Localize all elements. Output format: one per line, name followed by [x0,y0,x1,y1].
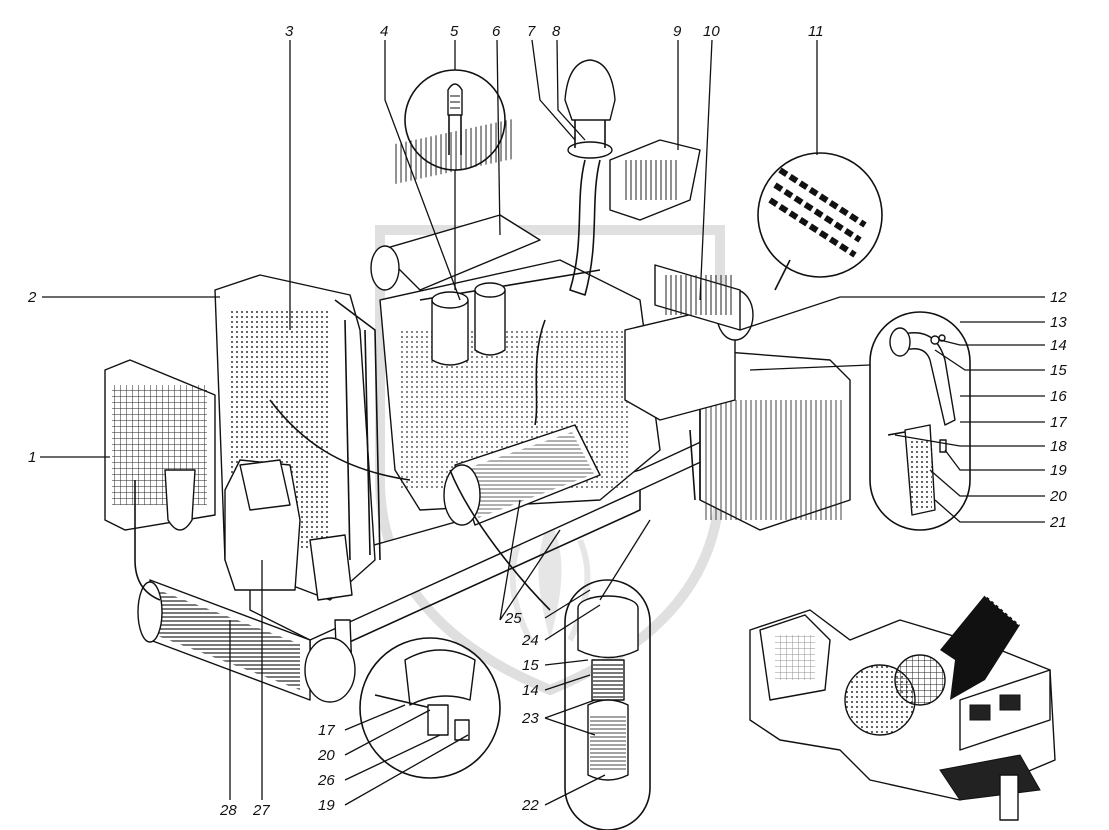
callout-labels: 1 2 3 4 5 6 7 8 9 10 11 12 13 14 15 16 1… [27,23,1067,819]
callout-22: 22 [521,797,539,814]
callout-6: 6 [492,23,501,40]
callout-20-clamp: 20 [317,747,335,764]
relay-box [609,139,701,221]
callout-23: 23 [521,710,539,727]
callout-26: 26 [317,772,335,789]
inset-chain-detail [757,152,883,291]
callout-17: 17 [1050,414,1067,431]
callout-20: 20 [1049,488,1067,505]
callout-10: 10 [703,23,720,40]
generator [624,264,754,421]
callout-12: 12 [1050,289,1067,306]
leader-lines [40,39,1045,806]
callout-14: 14 [1050,337,1067,354]
inset-hose [564,579,651,830]
pipes [134,319,696,611]
callout-5: 5 [450,23,459,40]
callout-19-clamp: 19 [318,797,335,814]
callout-18: 18 [1050,438,1067,455]
callout-11: 11 [808,23,824,40]
callout-14-hose: 14 [522,682,539,699]
callout-13: 13 [1050,314,1067,331]
callout-27: 27 [252,802,270,819]
callout-15: 15 [1050,362,1067,379]
callout-25: 25 [504,610,522,627]
callout-4: 4 [380,23,388,40]
compressor [164,459,353,601]
oil-cooler [104,359,216,531]
callout-2: 2 [27,289,37,306]
inset-clamp [359,637,501,779]
callout-8: 8 [552,23,561,40]
intake-pipe [564,59,616,296]
callout-24: 24 [521,632,539,649]
inset-elbow-filter [869,311,971,531]
fuel-tank [699,349,851,531]
callout-3: 3 [285,23,294,40]
callout-15-hose: 15 [522,657,539,674]
callout-16: 16 [1050,388,1067,405]
callout-17-clamp: 17 [318,722,335,739]
callout-19: 19 [1050,462,1067,479]
callout-7: 7 [527,23,536,40]
callout-1: 1 [28,449,36,466]
callout-28: 28 [219,802,237,819]
filter-canisters [431,282,506,366]
callout-9: 9 [673,23,682,40]
arrow-pointer-icon [940,594,1021,700]
callout-21: 21 [1049,514,1067,531]
